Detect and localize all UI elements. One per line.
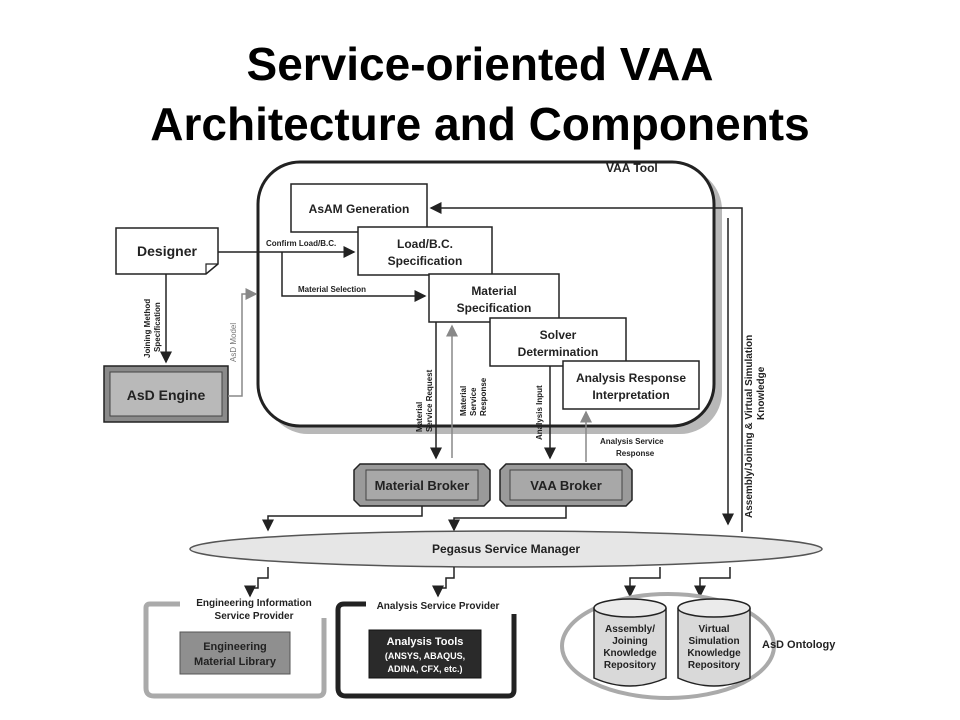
pegasus-label: Pegasus Service Manager <box>432 542 580 556</box>
material-service-response-label-1: Material <box>459 386 468 416</box>
confirm-load-arrow: Confirm Load/B.C. <box>218 239 356 258</box>
analysis-response-label-1: Analysis Response <box>576 371 686 385</box>
asd-model-label: AsD Model <box>229 323 238 362</box>
material-service-request-label-1: Material <box>415 402 424 432</box>
slide-title-line-2: Architecture and Components <box>150 98 810 150</box>
knowledge-label-1: Assembly/Joining & Virtual Simulation <box>744 335 755 518</box>
material-selection-label: Material Selection <box>298 285 366 294</box>
analysis-service-provider: Analysis Service Provider Analysis Tools… <box>335 601 517 699</box>
analysis-service-provider-label: Analysis Service Provider <box>377 601 500 612</box>
assembly-repo-label-1: Assembly/ <box>605 624 655 635</box>
assembly-repo-label-4: Repository <box>604 660 657 671</box>
material-service-request-label-2: Service Request <box>425 369 434 432</box>
analysis-tools-label-2: (ANSYS, ABAQUS, <box>385 651 465 661</box>
analysis-service-response-label-2: Response <box>616 449 655 458</box>
knowledge-arrow: Assembly/Joining & Virtual Simulation Kn… <box>429 202 767 532</box>
vaa-tool-label: VAA Tool <box>606 161 658 175</box>
load-bc-label-2: Specification <box>388 254 463 268</box>
eng-info-provider: Engineering Information Service Provider… <box>143 598 327 699</box>
slide-title-line-1: Service-oriented VAA <box>246 38 714 90</box>
material-spec-label-1: Material <box>471 284 516 298</box>
analysis-service-response-arrow: Analysis Service Response <box>580 410 664 462</box>
analysis-service-response-label-1: Analysis Service <box>600 437 664 446</box>
virtual-repo-label-4: Repository <box>688 660 741 671</box>
broker-pegasus-connectors <box>262 506 567 532</box>
material-spec-label-2: Specification <box>457 301 532 315</box>
load-bc-box: Load/B.C. Specification <box>357 226 493 276</box>
assembly-repository: Assembly/ Joining Knowledge Repository <box>593 598 667 687</box>
joining-method-label-1: Joining Method <box>143 299 152 358</box>
pegasus-provider-connectors <box>244 567 731 598</box>
asd-engine-box: AsD Engine <box>103 365 229 423</box>
eng-info-provider-label-1: Engineering Information <box>196 598 312 609</box>
eng-material-library-label-2: Material Library <box>194 656 277 668</box>
knowledge-label-2: Knowledge <box>756 366 767 420</box>
analysis-tools-label-1: Analysis Tools <box>387 636 464 648</box>
analysis-input-arrow: Analysis Input <box>535 366 556 460</box>
solver-label-2: Determination <box>518 345 599 359</box>
asd-engine-label: AsD Engine <box>127 387 206 403</box>
assembly-repo-label-2: Joining <box>612 636 648 647</box>
solver-determination-box: Solver Determination <box>489 317 627 367</box>
material-selection-arrow: Material Selection <box>281 252 427 302</box>
asd-ontology: AsD Ontology <box>560 592 836 700</box>
virtual-simulation-repository: Virtual Simulation Knowledge Repository <box>677 598 751 687</box>
vaa-broker-label: VAA Broker <box>530 478 602 493</box>
virtual-repo-label-1: Virtual <box>699 624 730 635</box>
asam-generation-box: AsAM Generation <box>290 183 428 233</box>
eng-info-provider-label-2: Service Provider <box>215 611 294 622</box>
confirm-load-label: Confirm Load/B.C. <box>266 239 336 248</box>
pegasus-service-manager: Pegasus Service Manager <box>189 530 823 568</box>
vaa-broker-box: VAA Broker <box>499 463 633 507</box>
material-service-response-label-2: Service <box>469 387 478 416</box>
joining-method-arrow: Joining Method Specification <box>143 274 172 364</box>
analysis-response-label-2: Interpretation <box>592 388 669 402</box>
eng-material-library-label-1: Engineering <box>203 641 267 653</box>
asd-model-arrow: AsD Model <box>228 288 258 397</box>
designer-label: Designer <box>137 243 197 259</box>
material-service-response-label-3: Response <box>479 377 488 416</box>
virtual-repo-label-3: Knowledge <box>687 648 741 659</box>
load-bc-label-1: Load/B.C. <box>397 237 453 251</box>
material-broker-label: Material Broker <box>375 478 470 493</box>
asd-ontology-label: AsD Ontology <box>762 639 836 651</box>
material-spec-box: Material Specification <box>428 273 560 323</box>
asam-generation-label: AsAM Generation <box>309 202 410 216</box>
material-broker-box: Material Broker <box>353 463 491 507</box>
material-service-arrows: Material Service Request Material Servic… <box>415 322 488 460</box>
joining-method-label-2: Specification <box>153 302 162 352</box>
analysis-input-label: Analysis Input <box>535 385 544 440</box>
designer-box: Designer <box>115 227 219 275</box>
assembly-repo-label-3: Knowledge <box>603 648 657 659</box>
analysis-tools-label-3: ADINA, CFX, etc.) <box>387 664 462 674</box>
solver-label-1: Solver <box>540 328 577 342</box>
analysis-response-box: Analysis Response Interpretation <box>562 360 700 410</box>
virtual-repo-label-2: Simulation <box>688 636 739 647</box>
